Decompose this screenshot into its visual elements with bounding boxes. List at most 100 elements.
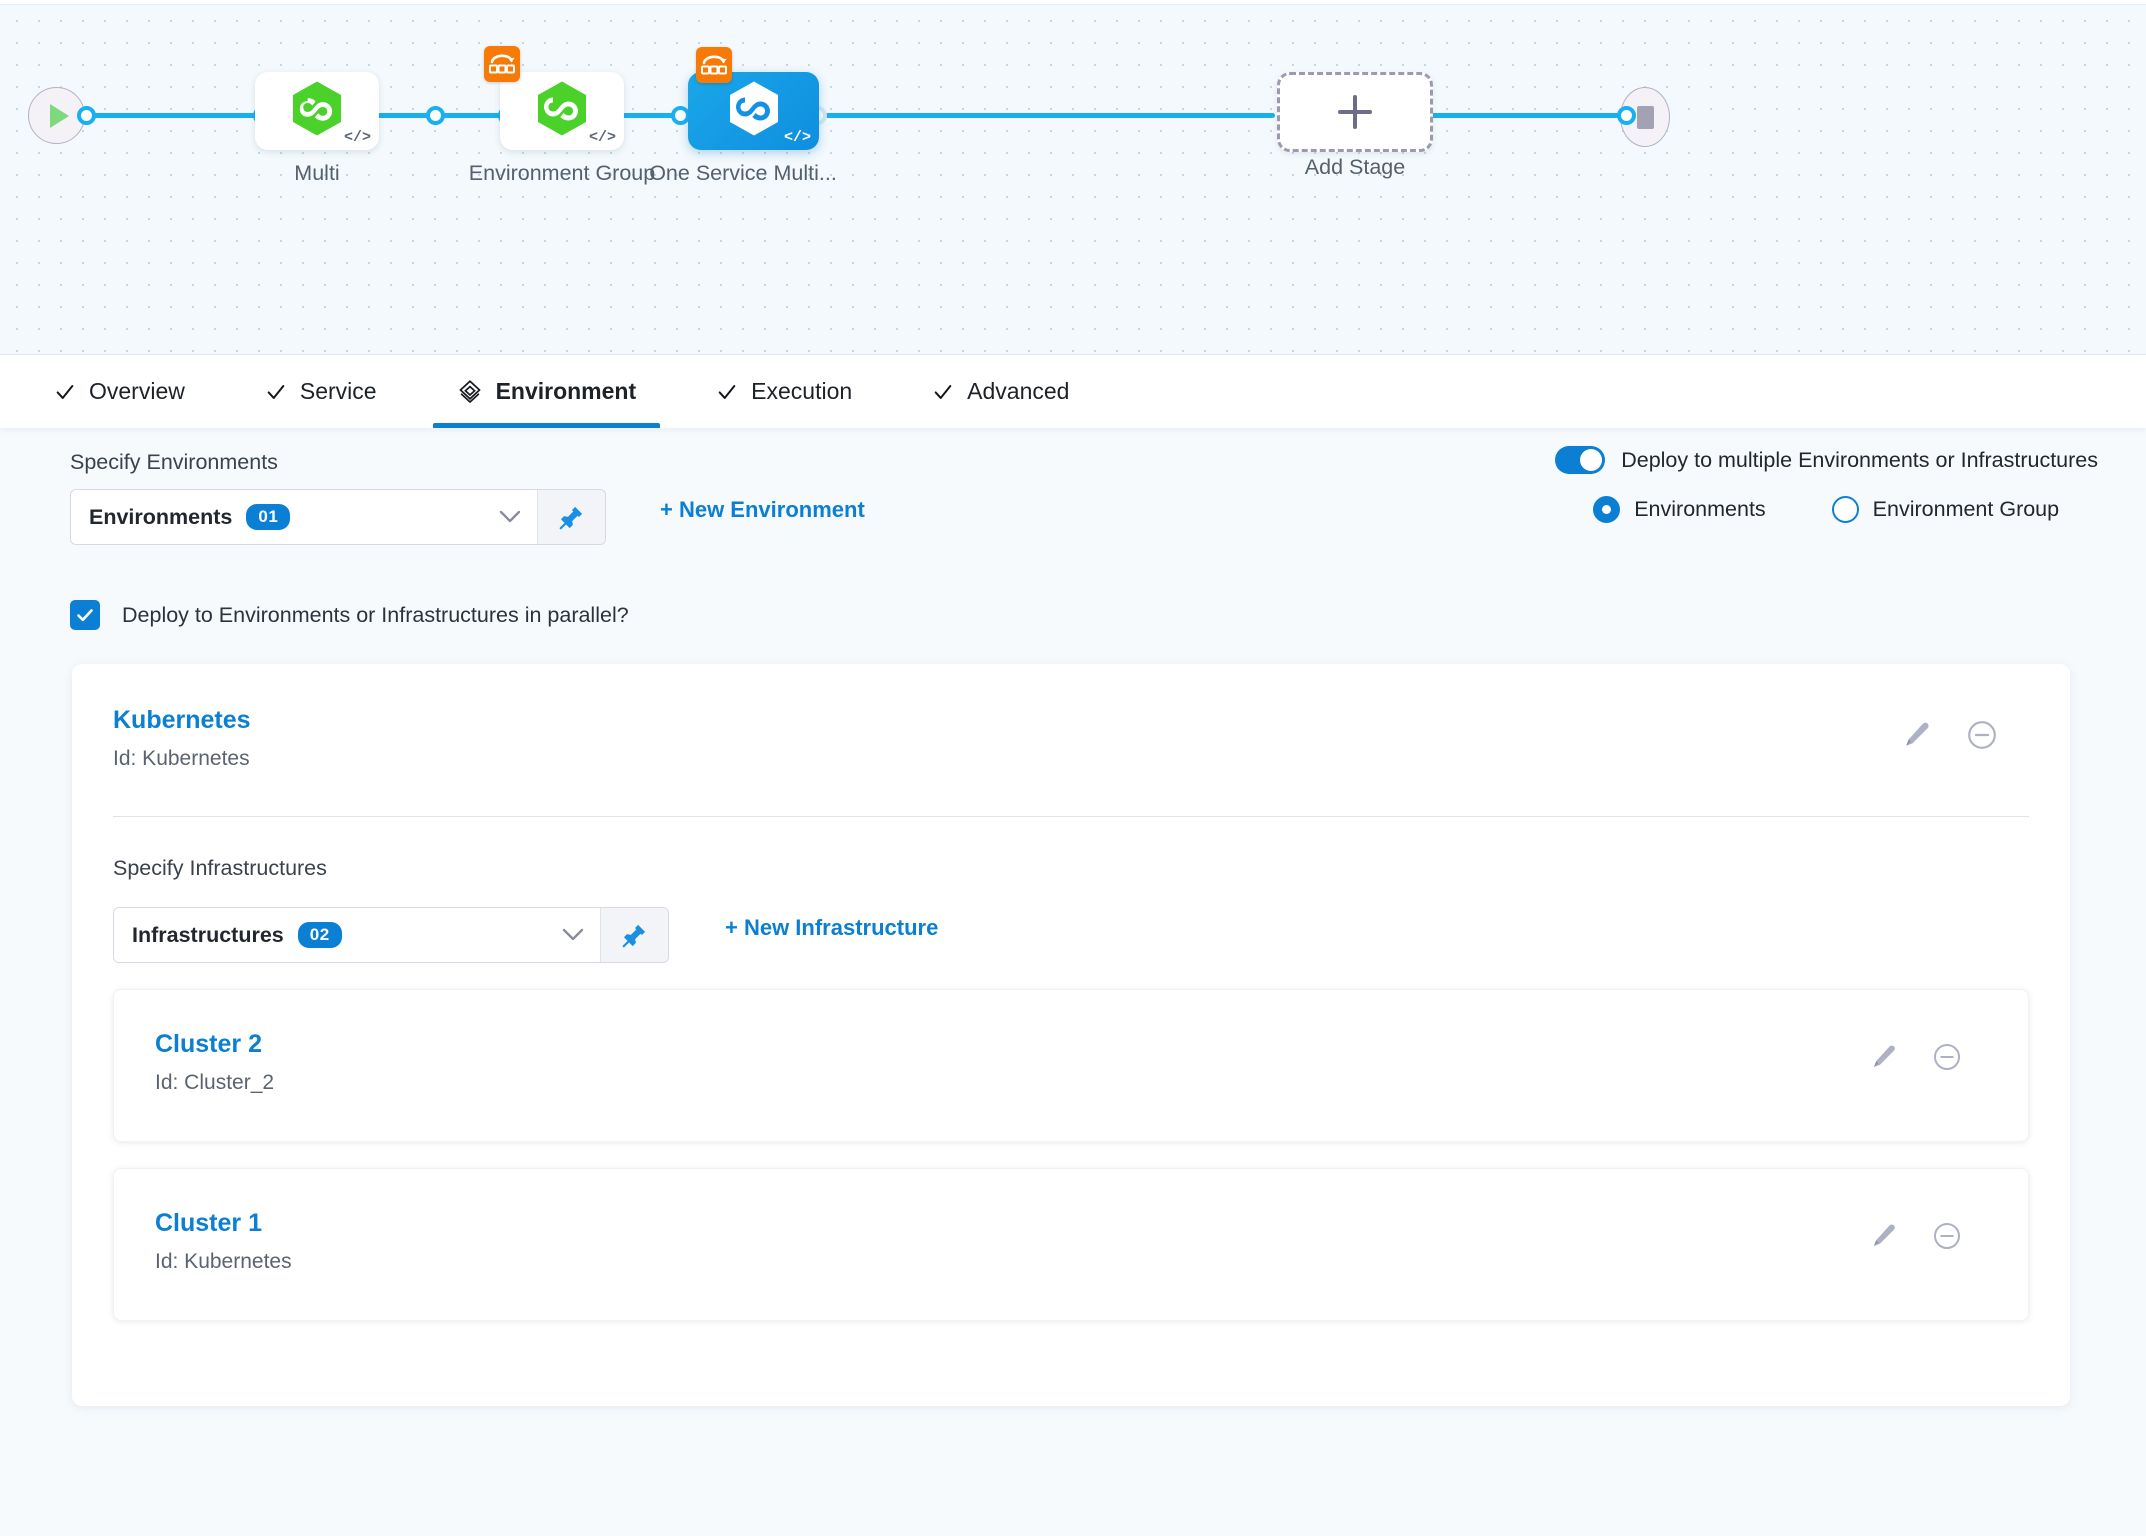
- specify-infrastructures-group: Specify Infrastructures Infrastructures …: [113, 856, 2029, 1321]
- stage-code-tag[interactable]: </>: [588, 129, 616, 146]
- stage-config-tabs: Overview Service Environment Execution A…: [0, 355, 2146, 428]
- checkbox-box: [70, 600, 100, 630]
- infrastructure-card: Cluster 1 Id: Kubernetes: [113, 1168, 2029, 1321]
- edit-infrastructure-button[interactable]: [1870, 1043, 1898, 1071]
- toggle-knob: [1580, 449, 1603, 471]
- check-icon: [267, 384, 285, 399]
- infrastructures-count-badge: 02: [297, 922, 342, 948]
- radio-dot: [1831, 496, 1859, 523]
- pipeline-stage-label: One Service Multi...: [649, 161, 837, 185]
- pencil-icon: [1873, 1224, 1895, 1247]
- infrastructures-select-value: Infrastructures: [132, 922, 284, 947]
- edit-environment-button[interactable]: [1902, 720, 1932, 750]
- tab-label: Execution: [751, 378, 853, 404]
- radio-environments[interactable]: Environments: [1593, 496, 1766, 523]
- harness-hexagon-icon: [291, 81, 343, 142]
- remove-infrastructure-button[interactable]: [1932, 1042, 1962, 1072]
- radio-label: Environment Group: [1872, 497, 2060, 521]
- pin-icon: [559, 506, 583, 529]
- tab-overview[interactable]: Overview: [30, 355, 209, 428]
- environment-name-link[interactable]: Kubernetes: [113, 706, 251, 734]
- tab-environment[interactable]: Environment: [432, 355, 661, 428]
- minus-circle-icon: [1933, 1222, 1961, 1250]
- pipeline-canvas[interactable]: </> Multi </> Environment Group: [0, 0, 2146, 355]
- infrastructure-name-link[interactable]: Cluster 2: [155, 1030, 262, 1058]
- radio-label: Environments: [1634, 497, 1766, 521]
- stop-icon: [1636, 105, 1654, 129]
- matrix-looping-icon: [484, 46, 520, 82]
- infrastructure-id: Id: Kubernetes: [155, 1250, 292, 1273]
- tab-execution[interactable]: Execution: [692, 355, 876, 428]
- canvas-top-border: [0, 0, 2146, 5]
- pipeline-stage-label: Multi: [294, 161, 340, 185]
- specify-infrastructures-label: Specify Infrastructures: [113, 856, 327, 880]
- tab-label: Overview: [89, 378, 185, 404]
- tab-label: Environment: [495, 378, 637, 404]
- pipeline-stage-label: Environment Group: [468, 161, 656, 185]
- remove-environment-button[interactable]: [1966, 719, 1998, 751]
- pipeline-edge: [87, 113, 262, 118]
- pencil-icon: [1906, 722, 1929, 746]
- infrastructures-pin-button[interactable]: [600, 908, 668, 962]
- environment-tab-panel: Specify Environments Environments 01: [0, 428, 2146, 1536]
- harness-hexagon-icon: [728, 81, 780, 142]
- deploy-multiple-toggle[interactable]: [1555, 446, 1606, 474]
- infrastructure-id: Id: Cluster_2: [155, 1071, 275, 1094]
- environment-card-kubernetes: Kubernetes Id: Kubernetes: [72, 664, 2070, 1406]
- specify-environments-group: Specify Environments Environments 01: [70, 450, 865, 545]
- environments-pin-button[interactable]: [537, 490, 605, 544]
- port: [77, 106, 96, 125]
- remove-infrastructure-button[interactable]: [1932, 1221, 1962, 1251]
- chevron-down-icon: [499, 510, 521, 523]
- environments-count-badge: 01: [246, 504, 291, 530]
- minus-circle-icon: [1968, 721, 1996, 749]
- check-icon: [56, 384, 74, 399]
- tab-label: Advanced: [967, 378, 1070, 404]
- tab-advanced[interactable]: Advanced: [908, 355, 1093, 428]
- checkbox-label: Deploy to Environments or Infrastructure…: [122, 602, 629, 627]
- pipeline-edge: [1330, 113, 1650, 118]
- deploy-options-group: Deploy to multiple Environments or Infra…: [1555, 446, 2098, 523]
- check-icon: [77, 609, 93, 622]
- deploy-multiple-toggle-label: Deploy to multiple Environments or Infra…: [1621, 447, 2098, 472]
- minus-circle-icon: [1933, 1043, 1961, 1071]
- environment-layers-icon: [458, 379, 481, 403]
- radio-dot: [1593, 496, 1621, 523]
- check-icon: [934, 384, 952, 399]
- environments-select-trigger[interactable]: Environments 01: [71, 490, 537, 544]
- radio-environment-group[interactable]: Environment Group: [1831, 496, 2060, 523]
- play-icon: [49, 103, 69, 128]
- environment-card-header: Kubernetes Id: Kubernetes: [72, 664, 2070, 771]
- port: [1617, 106, 1636, 125]
- pipeline-stage-environment-group[interactable]: </>: [484, 46, 624, 150]
- environments-select-value: Environments: [89, 504, 233, 529]
- add-stage-button[interactable]: [1277, 72, 1433, 152]
- edit-infrastructure-button[interactable]: [1870, 1222, 1898, 1250]
- pipeline-stage-one-service-multi[interactable]: </>: [688, 47, 819, 150]
- check-icon: [718, 384, 736, 399]
- infrastructure-card-actions: [1870, 1042, 1962, 1072]
- add-stage-label: Add Stage: [1304, 155, 1406, 179]
- pencil-icon: [1873, 1045, 1895, 1068]
- tab-label: Service: [299, 378, 377, 404]
- infrastructures-select-trigger[interactable]: Infrastructures 02: [114, 908, 600, 962]
- environments-select[interactable]: Environments 01: [70, 489, 606, 545]
- infrastructure-card: Cluster 2 Id: Cluster_2: [113, 989, 2029, 1142]
- specify-environments-label: Specify Environments: [70, 450, 278, 474]
- infrastructure-name-link[interactable]: Cluster 1: [155, 1209, 262, 1237]
- port: [426, 106, 445, 125]
- matrix-looping-icon: [696, 47, 732, 83]
- new-infrastructure-link[interactable]: + New Infrastructure: [725, 915, 939, 940]
- infrastructure-card-actions: [1870, 1221, 1962, 1251]
- infrastructures-select[interactable]: Infrastructures 02: [113, 907, 669, 963]
- new-environment-link[interactable]: + New Environment: [660, 497, 865, 522]
- stage-code-tag[interactable]: </>: [343, 129, 371, 146]
- environment-card-actions: [1902, 719, 1998, 751]
- chevron-down-icon: [562, 928, 584, 941]
- pipeline-edge: [925, 113, 1275, 118]
- pipeline-stage-multi[interactable]: </>: [255, 72, 379, 150]
- stage-code-tag[interactable]: </>: [783, 129, 811, 146]
- harness-hexagon-icon: [536, 81, 588, 142]
- tab-service[interactable]: Service: [241, 355, 401, 428]
- deploy-parallel-checkbox[interactable]: Deploy to Environments or Infrastructure…: [70, 600, 629, 630]
